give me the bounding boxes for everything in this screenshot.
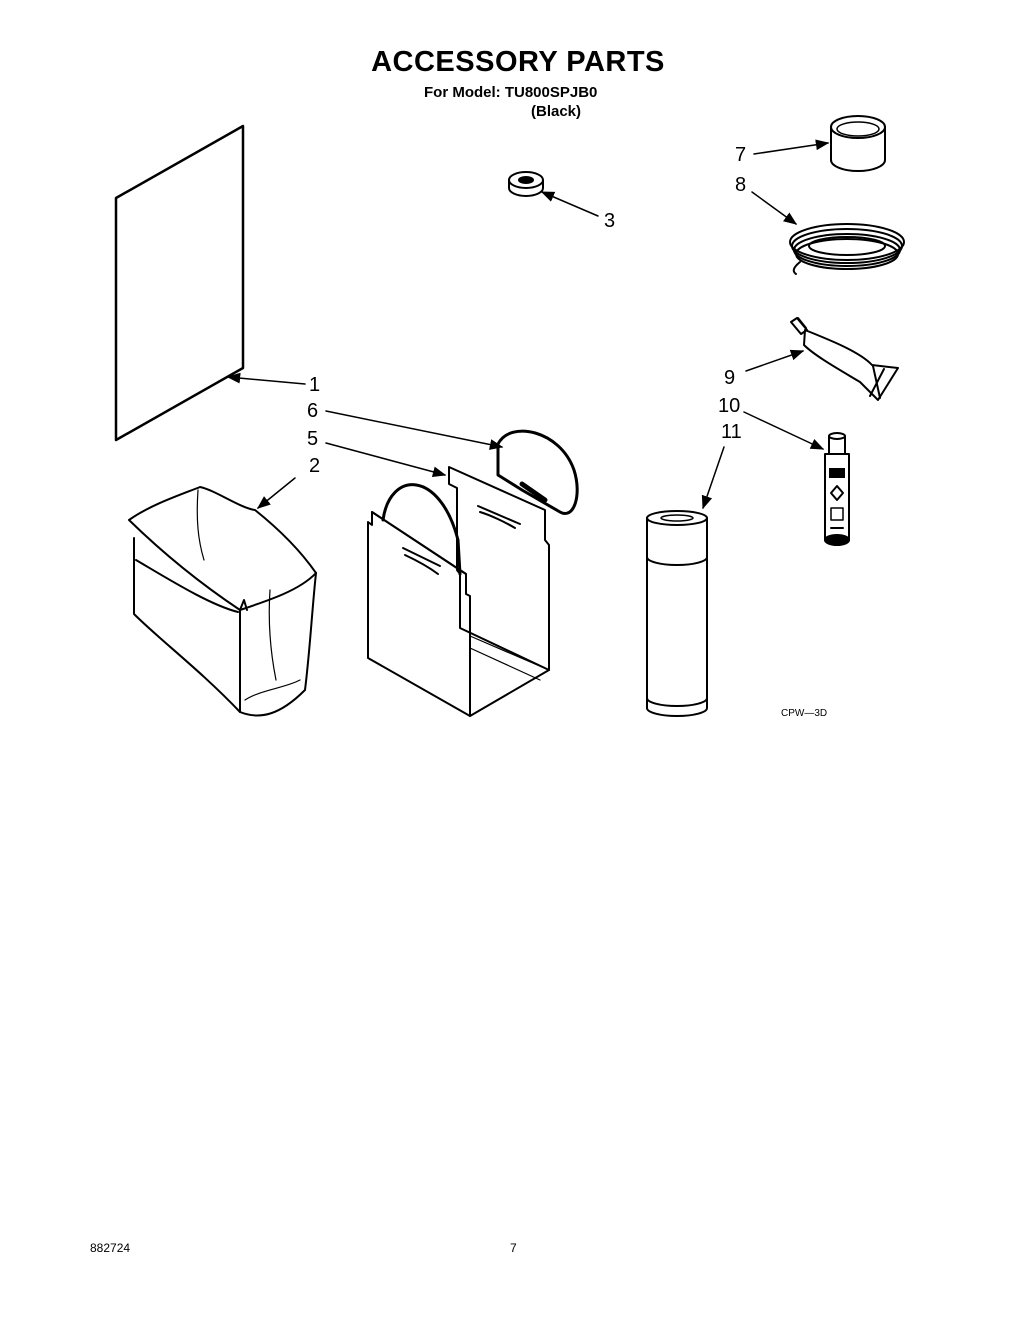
part-9-tube <box>791 318 898 400</box>
part-8-coiled-cord <box>790 224 904 274</box>
part-10-applicator-bottle <box>825 433 849 545</box>
callout-3: 3 <box>604 210 616 232</box>
part-6-handle <box>498 431 577 513</box>
callout-6: 6 <box>307 400 319 422</box>
part-11-spray-can <box>647 511 707 716</box>
page-number: 7 <box>510 1241 517 1255</box>
callout-11: 11 <box>721 421 742 443</box>
diagram-code: CPW—3D <box>781 708 828 719</box>
part-3-bearing <box>509 172 543 196</box>
page-title: ACCESSORY PARTS <box>371 46 665 78</box>
part-1-instruction-sheet <box>116 126 243 440</box>
part-2-bag <box>129 487 316 716</box>
model-color: (Black) <box>531 103 582 120</box>
model-number: For Model: TU800SPJB0 <box>424 84 598 101</box>
part-5-container <box>368 467 549 716</box>
callout-2: 2 <box>309 455 321 477</box>
callout-5: 5 <box>307 428 319 450</box>
callout-7: 7 <box>735 144 747 166</box>
document-number: 882724 <box>90 1241 131 1255</box>
callout-8: 8 <box>735 174 747 196</box>
callout-9: 9 <box>724 367 736 389</box>
callout-1: 1 <box>309 374 321 396</box>
callout-10: 10 <box>718 395 741 417</box>
part-7-cup <box>831 116 885 171</box>
leader-lines <box>226 139 830 510</box>
